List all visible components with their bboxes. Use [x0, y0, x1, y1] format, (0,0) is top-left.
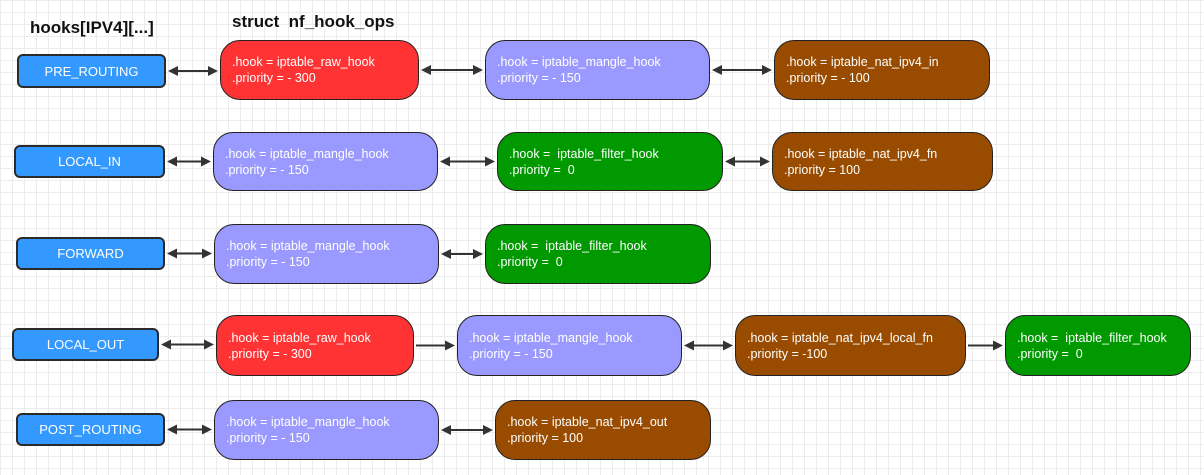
arrow-head	[168, 66, 178, 76]
hook-ops-nat-node: .hook = iptable_nat_ipv4_in .priority = -…	[774, 40, 990, 100]
hook-function-label: .hook = iptable_nat_ipv4_out	[507, 415, 668, 429]
hook-ops-mangle-node: .hook = iptable_mangle_hook .priority = -…	[214, 400, 439, 460]
arrow-head	[760, 156, 770, 167]
arrow-head	[204, 339, 214, 350]
priority-label: .priority = - 150	[226, 431, 310, 445]
priority-label: .priority = -100	[747, 346, 828, 361]
hook-ops-mangle-node: .hook = iptable_mangle_hook .priority = -…	[485, 40, 710, 100]
priority-label: .priority = 100	[507, 431, 584, 445]
priority-label: .priority = - 300	[228, 346, 312, 361]
hook-function-label: .hook = iptable_filter_hook	[1017, 330, 1167, 345]
hook-ops-filter-node: .hook = iptable_filter_hook.priority = 0	[497, 132, 723, 191]
arrow-head	[167, 424, 177, 435]
hook-local-in: LOCAL_IN	[14, 145, 165, 178]
arrow-head	[473, 249, 483, 259]
arrow-head	[441, 425, 451, 435]
priority-label: .priority = 100	[784, 162, 861, 177]
hook-function-label: .hook = iptable_nat_ipv4_local_fn	[747, 330, 933, 345]
arrow-head	[684, 340, 694, 351]
arrow-head	[201, 156, 211, 167]
hook-ops-filter-node: .hook = iptable_filter_hook .priority = 0	[485, 224, 711, 284]
arrow-head	[202, 424, 212, 435]
arrow-head	[208, 66, 218, 76]
arrow-head	[762, 65, 772, 75]
hook-function-label: .hook = iptable_filter_hook	[497, 239, 647, 253]
hook-function-label: .hook = iptable_filter_hook	[509, 146, 659, 161]
arrow-head	[440, 156, 450, 167]
arrow-head	[993, 340, 1003, 351]
priority-label: .priority = - 150	[226, 255, 310, 269]
hook-function-label: .hook = iptable_nat_ipv4_in	[786, 55, 939, 69]
priority-label: .priority = - 100	[786, 71, 870, 85]
arrow-head	[202, 248, 212, 259]
hook-ops-mangle-node: .hook = iptable_mangle_hook.priority = -…	[213, 132, 438, 191]
hook-function-label: .hook = iptable_mangle_hook	[226, 239, 390, 253]
hook-ops-mangle-node: .hook = iptable_mangle_hook.priority = -…	[457, 315, 682, 376]
hook-function-label: .hook = iptable_mangle_hook	[226, 415, 390, 429]
priority-label: .priority = - 150	[225, 162, 309, 177]
arrow-head	[167, 248, 177, 259]
nf-hook-ops-title: struct nf_hook_ops	[232, 12, 395, 31]
hook-function-label: .hook = iptable_mangle_hook	[497, 55, 661, 69]
hook-post-routing: POST_ROUTING	[16, 413, 165, 446]
hook-ops-filter-node: .hook = iptable_filter_hook.priority = 0	[1005, 315, 1191, 376]
arrow-head	[167, 156, 177, 167]
priority-label: .priority = - 150	[497, 71, 581, 85]
priority-label: .priority = - 300	[232, 71, 316, 85]
arrow-head	[161, 339, 171, 350]
priority-label: .priority = 0	[497, 255, 563, 269]
arrow-head	[483, 425, 493, 435]
hook-local-out: LOCAL_OUT	[12, 328, 159, 361]
arrow-head	[441, 249, 451, 259]
hook-function-label: .hook = iptable_mangle_hook	[225, 146, 389, 161]
priority-label: .priority = - 150	[469, 346, 553, 361]
arrow-head	[723, 340, 733, 351]
priority-label: .priority = 0	[509, 162, 575, 177]
hook-function-label: .hook = iptable_raw_hook	[232, 55, 375, 69]
hooks-array-title: hooks[IPV4][...]	[30, 18, 154, 37]
arrow-head	[712, 65, 722, 75]
hook-ops-nat-node: .hook = iptable_nat_ipv4_local_fn.priori…	[735, 315, 966, 376]
arrow-head	[421, 65, 431, 75]
arrow-head	[485, 156, 495, 167]
hook-function-label: .hook = iptable_raw_hook	[228, 330, 371, 345]
hook-ops-raw-node: .hook = iptable_raw_hook .priority = - 30…	[220, 40, 419, 100]
hook-ops-nat-node: .hook = iptable_nat_ipv4_fn.priority = 1…	[772, 132, 993, 191]
hook-ops-mangle-node: .hook = iptable_mangle_hook .priority = -…	[214, 224, 439, 284]
hook-forward: FORWARD	[16, 237, 165, 270]
priority-label: .priority = 0	[1017, 346, 1083, 361]
arrow-head	[473, 65, 483, 75]
hook-function-label: .hook = iptable_mangle_hook	[469, 330, 633, 345]
hook-ops-nat-node: .hook = iptable_nat_ipv4_out .priority = …	[495, 400, 711, 460]
arrow-head	[445, 340, 455, 351]
hook-ops-raw-node: .hook = iptable_raw_hook.priority = - 30…	[216, 315, 414, 376]
arrow-head	[725, 156, 735, 167]
hook-pre-routing: PRE_ROUTING	[17, 54, 166, 88]
hook-function-label: .hook = iptable_nat_ipv4_fn	[784, 146, 938, 161]
